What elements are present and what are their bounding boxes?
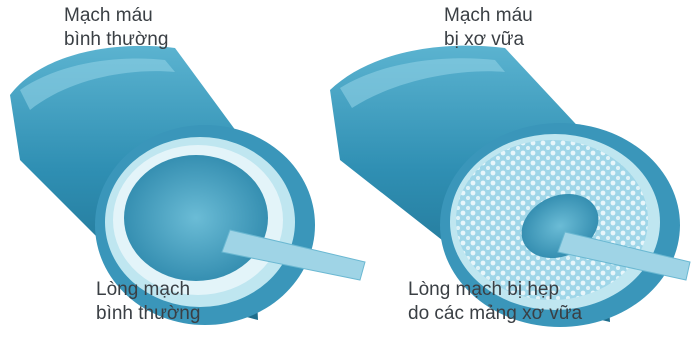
diseased-vessel-title-line-2: bị xơ vữa <box>444 28 533 52</box>
normal-vessel-title-line-2: bình thường <box>64 28 168 52</box>
normal-lumen-label: Lòng mạch bình thường <box>96 278 200 326</box>
narrowed-lumen-label-line-2: do các mảng xơ vữa <box>408 302 582 326</box>
normal-lumen-label-line-1: Lòng mạch <box>96 278 200 302</box>
normal-lumen-area <box>124 155 268 281</box>
narrowed-lumen-label: Lòng mạch bị hẹp do các mảng xơ vữa <box>408 278 582 326</box>
narrowed-lumen-label-line-1: Lòng mạch bị hẹp <box>408 278 582 302</box>
normal-vessel-title-line-1: Mạch máu <box>64 4 168 28</box>
diseased-vessel-title-line-1: Mạch máu <box>444 4 533 28</box>
normal-lumen-label-line-2: bình thường <box>96 302 200 326</box>
diseased-vessel-title: Mạch máu bị xơ vữa <box>444 4 533 52</box>
normal-vessel-title: Mạch máu bình thường <box>64 4 168 52</box>
